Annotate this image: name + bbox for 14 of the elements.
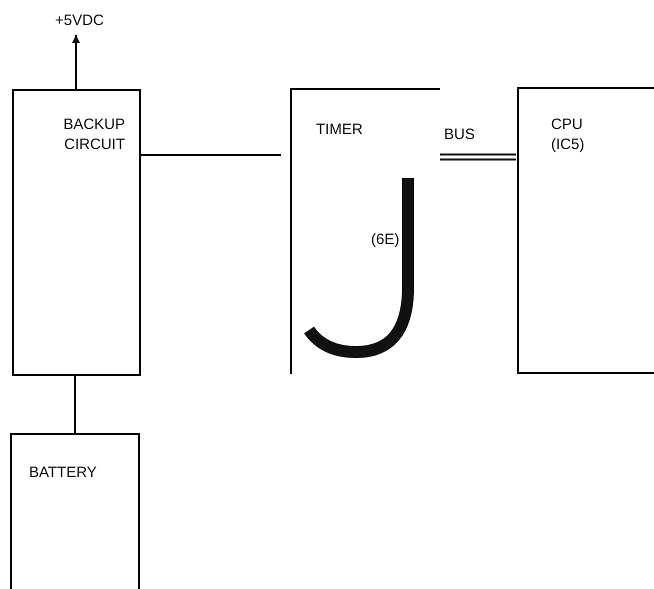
block-label: TIMER	[316, 120, 363, 140]
bus-line	[439, 154, 517, 160]
connector-line	[74, 376, 76, 433]
block-label: BACKUP CIRCUIT	[62, 115, 125, 155]
block-box	[10, 433, 140, 589]
block-box	[290, 88, 440, 374]
supply-label: +5VDC	[55, 10, 103, 32]
connector-line	[141, 154, 281, 156]
block-label: BATTERY	[29, 463, 97, 483]
arrow	[72, 35, 80, 89]
block-label: (6E)	[371, 230, 400, 250]
block-box	[12, 89, 141, 376]
block-box	[517, 87, 654, 374]
block-label: CPU (IC5)	[551, 115, 586, 155]
